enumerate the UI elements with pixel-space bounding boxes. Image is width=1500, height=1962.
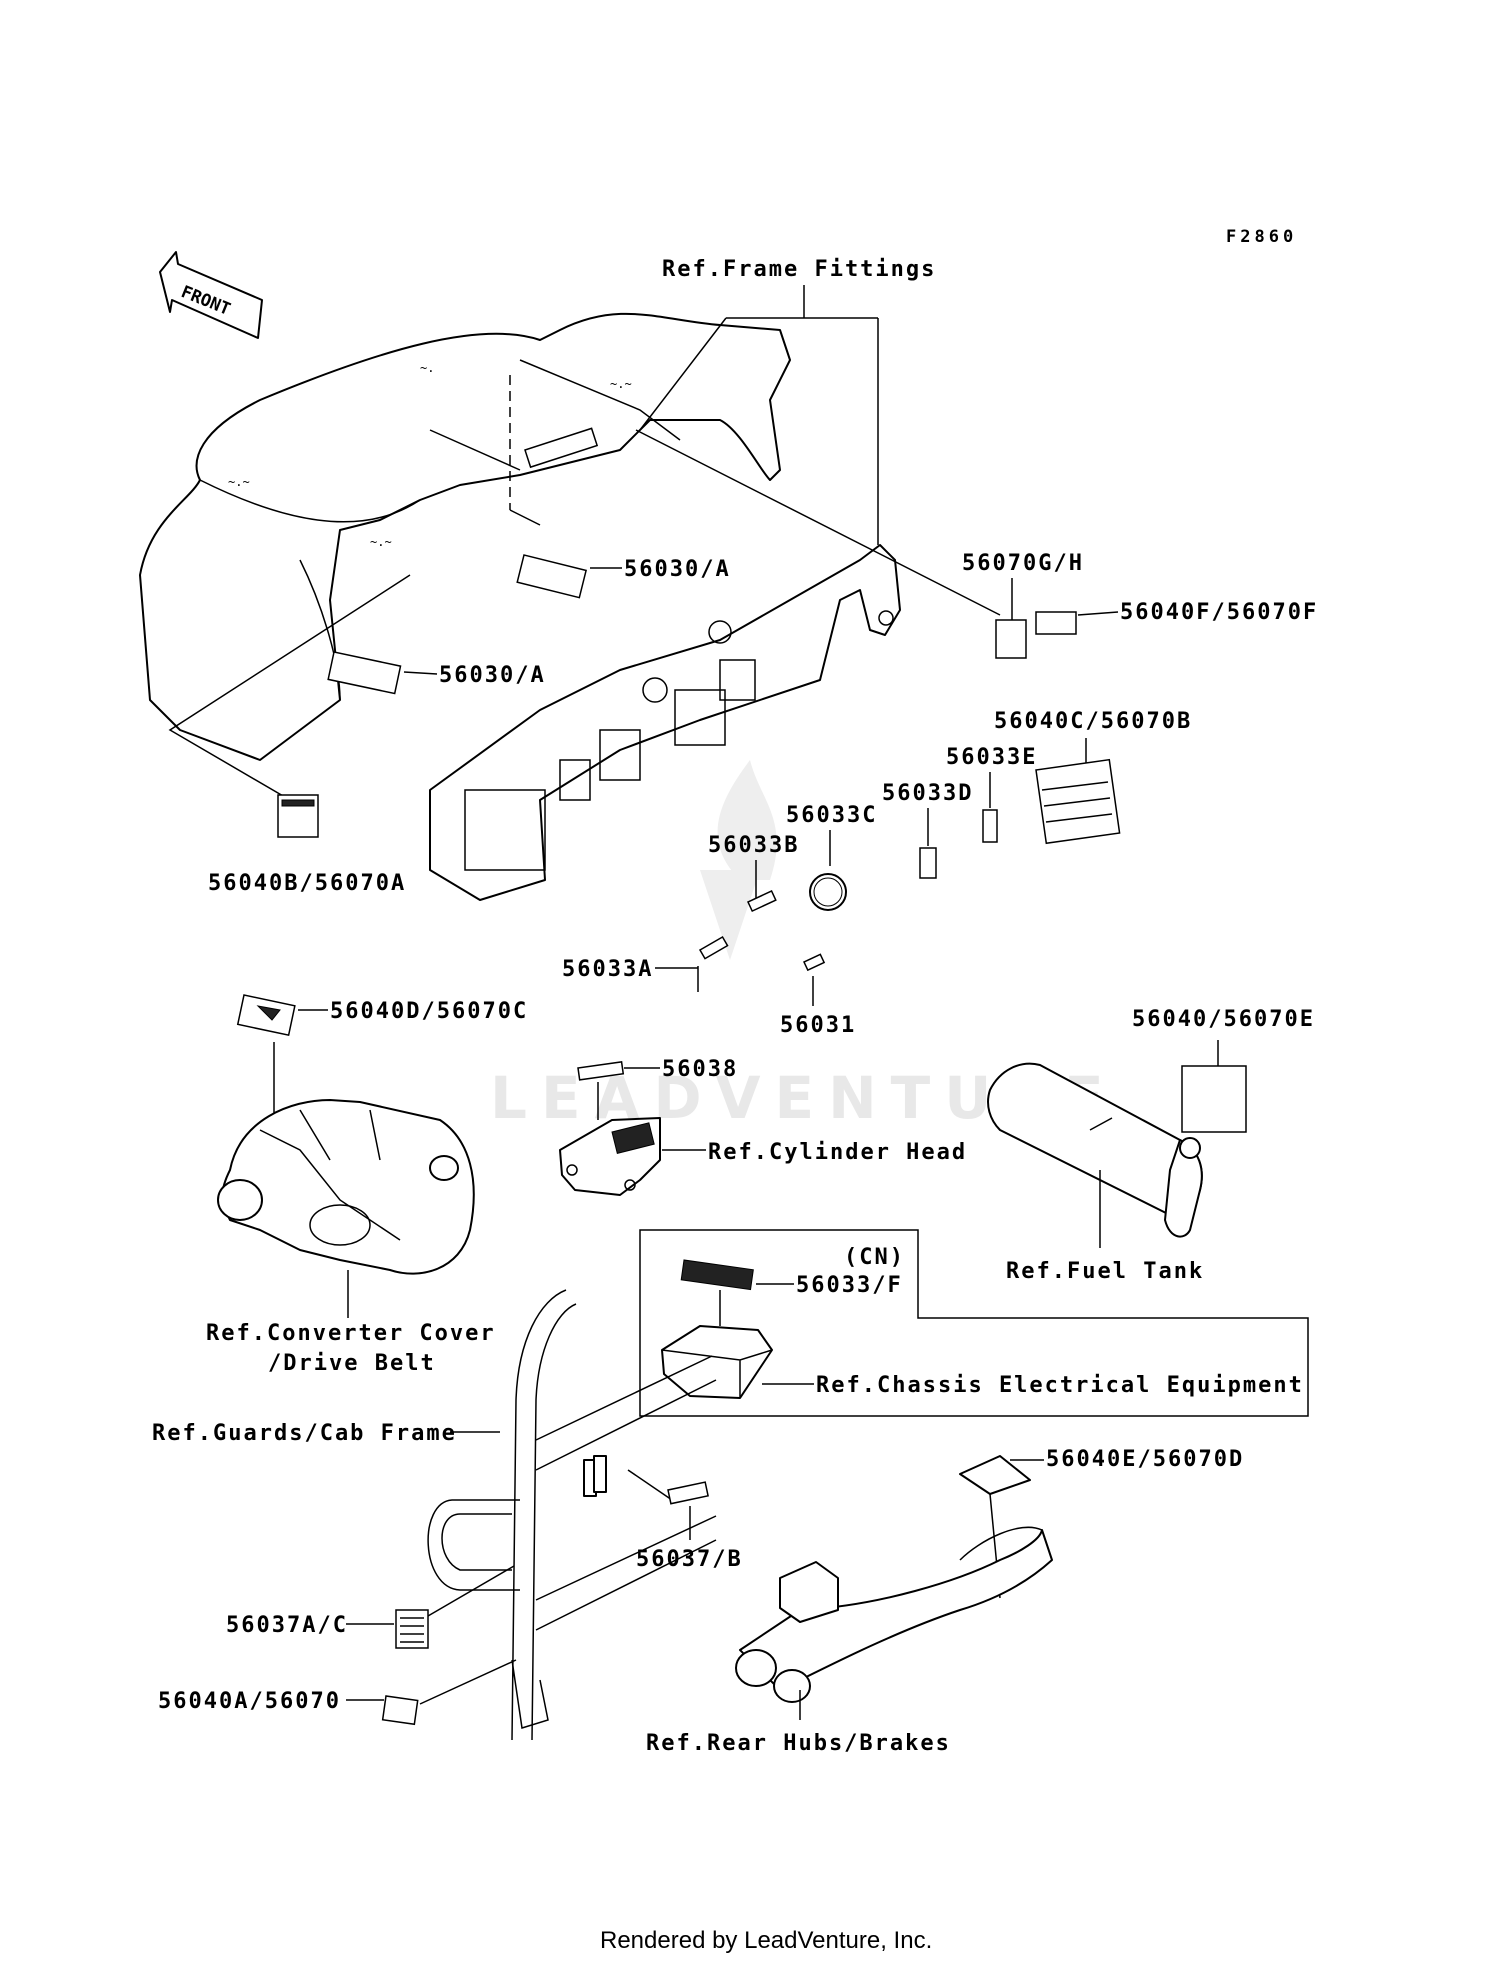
footer-credit: Rendered by LeadVenture, Inc. [600,1927,932,1954]
rear-fender-body: ~. ~.~ ~.~ ~.~ [139,312,791,761]
label-56033e: 56033E [946,745,1037,770]
decal-56038 [577,1061,625,1081]
decal-56030a-top [516,554,588,599]
chassis-electrical-box [661,1325,773,1399]
label-56040f: 56040F/56070F [1120,600,1318,625]
leader-56040f [1077,611,1119,616]
decal-56070gh [995,619,1027,659]
decal-56033b [747,890,777,913]
label-converter-2: /Drive Belt [268,1351,436,1376]
leader-56037ac-frame [427,1565,515,1617]
decal-56040d [236,994,296,1037]
front-arrow-icon: FRONT [159,251,263,339]
label-56040b: 56040B/56070A [208,871,406,896]
label-56030a-lower: 56030/A [439,663,546,688]
label-frame-fittings: Ref.Frame Fittings [662,257,936,282]
label-cylinder-head: Ref.Cylinder Head [708,1140,967,1165]
decal-56033a [698,935,729,960]
svg-text:~.: ~. [420,361,434,375]
decal-56037b [667,1481,709,1505]
cn-box [639,1229,1309,1417]
label-56040d: 56040D/56070C [330,999,528,1024]
decal-56031 [803,953,826,972]
center-leader [509,509,541,526]
label-converter-1: Ref.Converter Cover [206,1321,496,1346]
label-chassis-electrical: Ref.Chassis Electrical Equipment [816,1373,1304,1398]
leader-56040b-fender [168,574,411,801]
decal-56030a-lower [327,651,402,695]
label-cn: (CN) [844,1245,905,1270]
converter-cover [217,1099,475,1275]
leader-56030a-lower [403,671,438,675]
leader-frame-to-56037b [627,1469,673,1501]
cab-frame [427,1289,717,1741]
leader-fender-to-56070gh [635,429,1001,616]
label-fuel-tank: Ref.Fuel Tank [1006,1259,1204,1284]
fuel-tank [987,1062,1203,1238]
drawing-code: F2860 [1226,227,1297,247]
frame-fittings-leader [639,285,879,545]
decal-56040f [1035,611,1077,635]
decal-56040a [381,1695,419,1726]
label-56033f: 56033/F [796,1273,903,1298]
leader-56040a-frame [419,1659,517,1705]
label-56040e: 56040E/56070D [1046,1447,1244,1472]
label-56030a-top: 56030/A [624,557,731,582]
label-56040c: 56040C/56070B [994,709,1192,734]
label-guards: Ref.Guards/Cab Frame [152,1421,457,1446]
decal-56040-tank [1181,1065,1247,1133]
decal-56033e [982,809,998,843]
decal-56033d [919,847,937,879]
label-56031: 56031 [780,1013,856,1038]
decal-56033f [680,1259,754,1291]
label-56033a: 56033A [562,957,653,982]
cylinder-head-cover [559,1117,661,1196]
dash-panel [429,544,901,901]
label-56040a: 56040A/56070 [158,1689,341,1714]
label-56037b: 56037/B [636,1547,743,1572]
label-56037ac: 56037A/C [226,1613,348,1638]
svg-text:~.~: ~.~ [370,535,392,549]
svg-text:~.~: ~.~ [228,475,250,489]
label-56070gh: 56070G/H [962,551,1084,576]
rear-axle [735,1526,1053,1703]
label-56038: 56038 [662,1057,738,1082]
label-56033b: 56033B [708,833,799,858]
decal-56033c [809,873,847,911]
decal-56040e [959,1455,1031,1495]
label-rear-hubs: Ref.Rear Hubs/Brakes [646,1731,951,1756]
label-56040-tank: 56040/56070E [1132,1007,1315,1032]
label-56033d: 56033D [882,781,973,806]
svg-text:~.~: ~.~ [610,377,632,391]
label-56033c: 56033C [786,803,877,828]
